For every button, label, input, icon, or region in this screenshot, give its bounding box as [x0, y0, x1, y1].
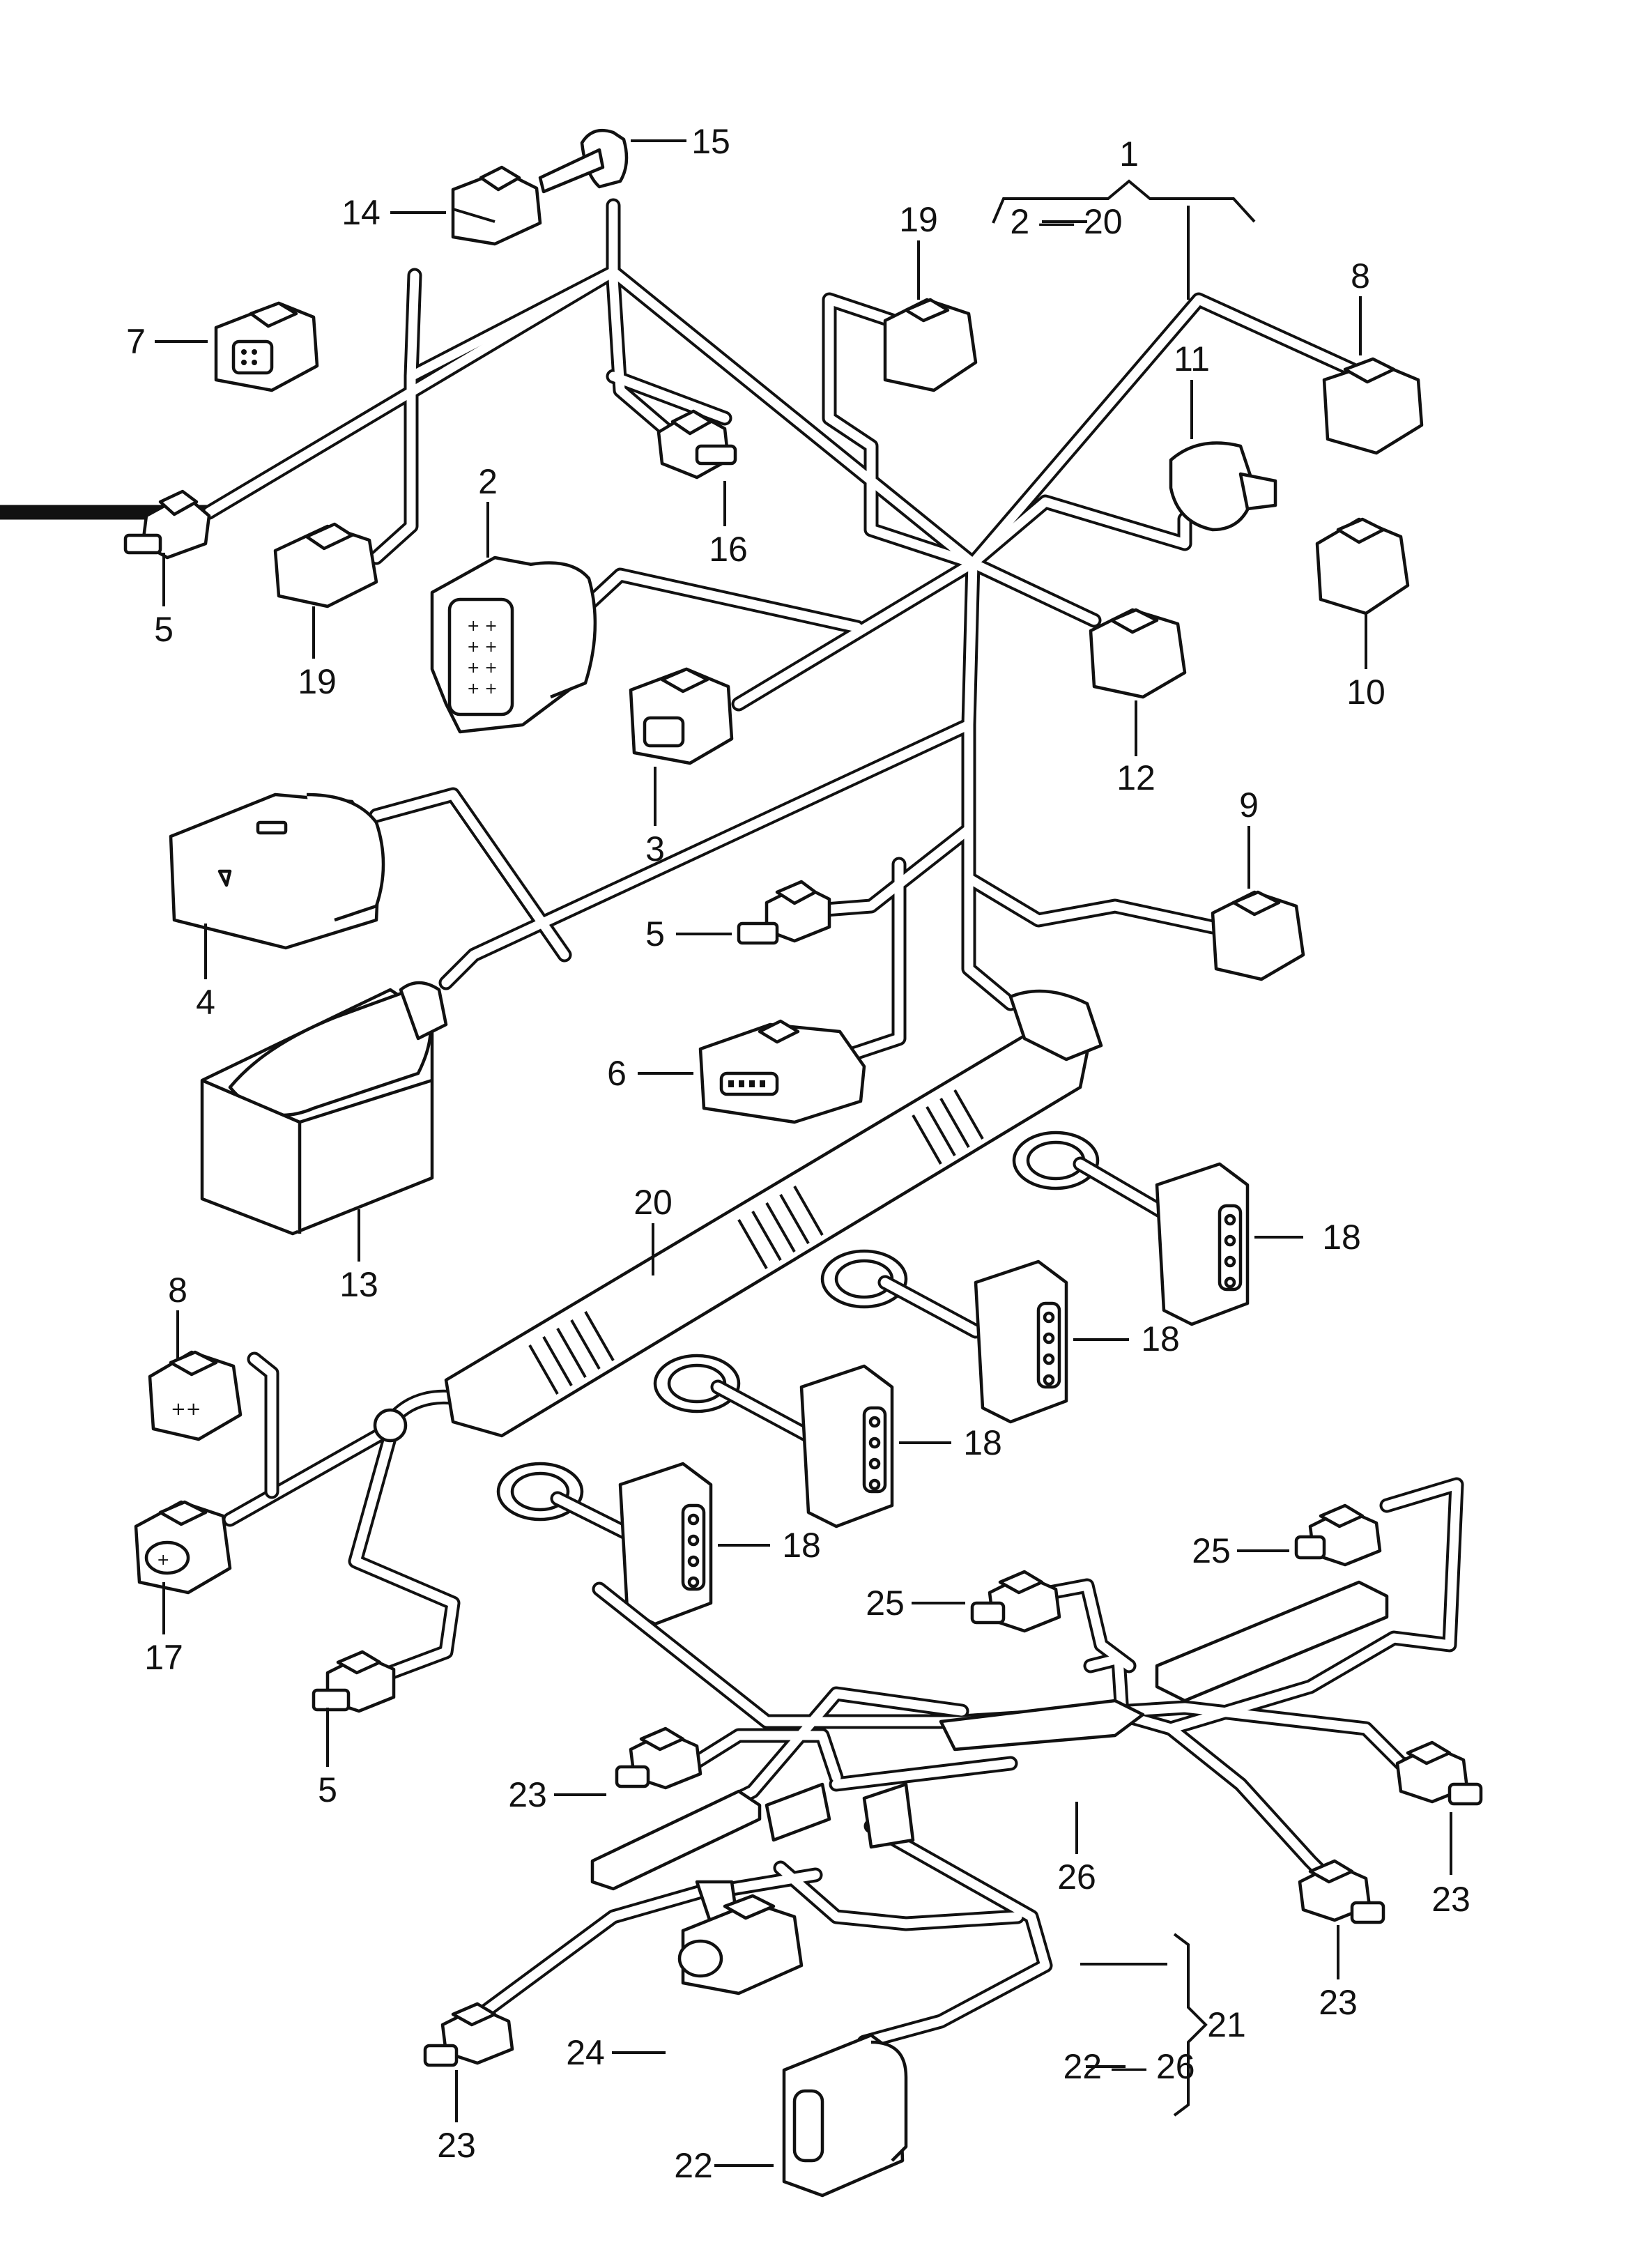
- plug-25-right: [1294, 1503, 1382, 1567]
- callout-6: 6: [607, 1054, 627, 1093]
- plug-23-bottom: [423, 2002, 514, 2067]
- leader-lines: [155, 139, 1452, 2167]
- elbow-connector-15: [538, 128, 629, 194]
- callout-25-left: 25: [866, 1584, 905, 1623]
- connector-14: [451, 165, 542, 246]
- callout-13: 13: [339, 1265, 378, 1304]
- ignition-coil-connectors-18: [550, 1156, 1250, 1626]
- callout-5-middle: 5: [645, 914, 665, 953]
- callout-2: 2: [478, 462, 498, 501]
- connector-7: [214, 301, 319, 392]
- connector-24: [677, 1894, 804, 1995]
- callout-23-top: 23: [508, 1775, 547, 1814]
- callout-9: 9: [1239, 786, 1259, 825]
- callout-19-left: 19: [298, 662, 337, 701]
- callout-21: 21: [1207, 2005, 1246, 2044]
- callout-8-lower: 8: [168, 1271, 187, 1310]
- callout-18-d: 18: [782, 1526, 821, 1565]
- callout-23-right: 23: [1431, 1880, 1470, 1919]
- callout-8-upper: 8: [1351, 256, 1370, 296]
- plug-25-left: [970, 1570, 1061, 1633]
- relay-box-13: [200, 981, 448, 1236]
- svg-text:+ +: + +: [467, 638, 498, 656]
- callout-26: 26: [1057, 1857, 1096, 1897]
- connector-12: [1089, 608, 1187, 699]
- callout-4: 4: [196, 983, 215, 1022]
- callout-17: 17: [144, 1638, 183, 1677]
- connector-16: [656, 409, 737, 480]
- callout-24: 24: [566, 2033, 605, 2072]
- callout-22: 22: [674, 2146, 713, 2185]
- callout-18-b: 18: [1141, 1319, 1180, 1358]
- connector-6: [698, 1019, 866, 1124]
- callout-5-lower: 5: [318, 1770, 337, 1809]
- svg-text:+ +: + +: [467, 618, 498, 635]
- connector-17: +: [134, 1500, 232, 1595]
- elbow-connector-11: [1169, 441, 1277, 532]
- lower-harness-wires: [445, 1477, 1464, 2050]
- callout-19-right: 19: [899, 200, 938, 239]
- callout-3: 3: [645, 829, 665, 868]
- callout-20: 20: [633, 1183, 673, 1222]
- connector-22: [782, 2033, 908, 2198]
- plug-5-upper: [123, 489, 211, 560]
- svg-text:+ +: + +: [467, 659, 498, 677]
- plug-5-lower: [312, 1650, 396, 1713]
- connector-8-upper: [1322, 357, 1424, 455]
- connector-10: [1315, 517, 1410, 615]
- connector-8-lower: ++: [148, 1350, 243, 1441]
- callout-18-a: 18: [1322, 1218, 1361, 1257]
- callout-21-range: 22 — 26: [1063, 2047, 1195, 2086]
- plug-23-middle: [1298, 1859, 1385, 1924]
- connector-19-left: [273, 522, 378, 608]
- connector-4: [169, 792, 385, 950]
- plug-23-right: [1395, 1740, 1483, 1806]
- plug-23-top: [615, 1726, 702, 1790]
- connector-9: [1211, 890, 1305, 981]
- connector-3: [629, 667, 734, 765]
- left-branch-wires: [222, 1351, 461, 1680]
- callout-14: 14: [341, 193, 381, 232]
- callout-25-right: 25: [1192, 1531, 1231, 1570]
- callout-23-bottom: 23: [437, 2126, 476, 2165]
- callout-labels: 1 2 — 20 2 3 4 5 5 5 6 7 8 8 9 10 11 12 …: [126, 122, 1470, 2185]
- connector-2: + + + + + + + +: [430, 555, 597, 734]
- callout-16: 16: [709, 530, 748, 569]
- plug-5-middle: [737, 880, 831, 945]
- svg-text:++: ++: [171, 1399, 201, 1420]
- callout-15: 15: [691, 122, 730, 161]
- svg-text:+: +: [157, 1551, 169, 1569]
- callout-12: 12: [1116, 758, 1155, 797]
- callout-18-c: 18: [963, 1423, 1002, 1462]
- callout-11: 11: [1174, 339, 1210, 378]
- svg-text:+ +: + +: [467, 680, 498, 698]
- callout-7: 7: [126, 322, 146, 361]
- connector-19-right: [883, 298, 978, 392]
- callout-23-middle: 23: [1319, 1983, 1358, 2022]
- callout-1-range: 2 — 20: [1010, 202, 1122, 241]
- callout-1: 1: [1119, 135, 1139, 174]
- main-harness-20: [383, 989, 1103, 1522]
- callout-10: 10: [1346, 673, 1385, 712]
- callout-5-upper: 5: [154, 610, 174, 649]
